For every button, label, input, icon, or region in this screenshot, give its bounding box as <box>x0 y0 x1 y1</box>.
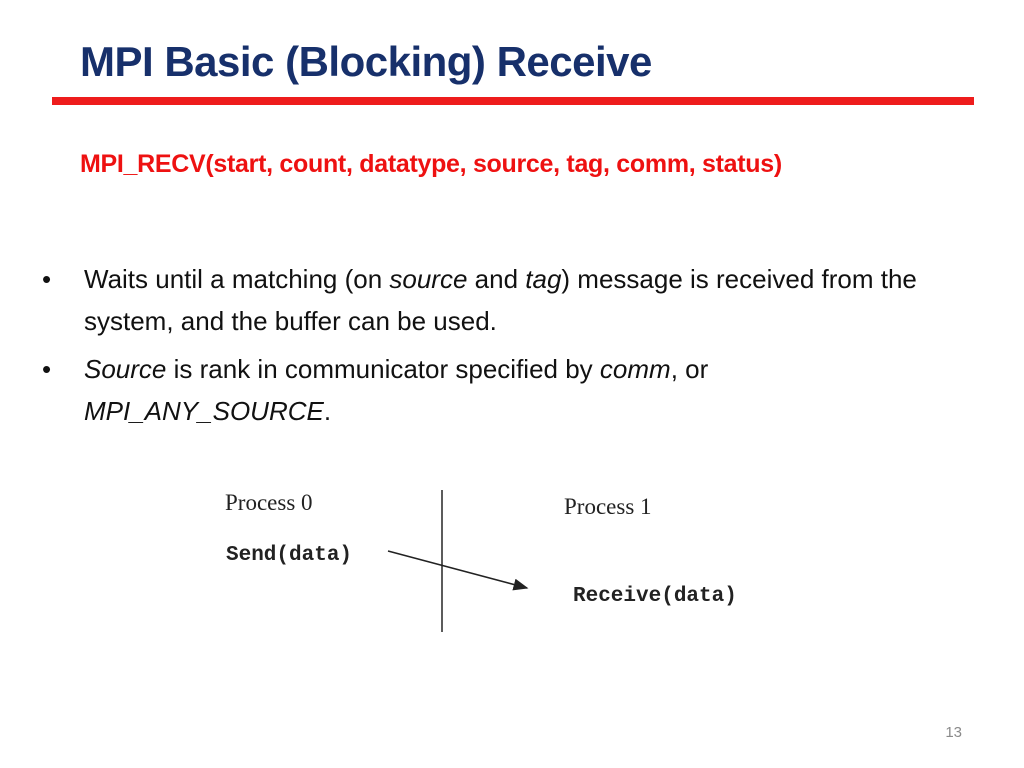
text-run: , or <box>670 354 709 384</box>
bullet-item-waits: • Waits until a matching (on source and … <box>40 258 970 342</box>
send-receive-diagram: Process 0 Process 1 Send(data) Receive(d… <box>215 478 815 648</box>
bullet-icon: • <box>42 354 52 384</box>
page-number: 13 <box>945 724 962 741</box>
process-1-label: Process 1 <box>564 494 652 519</box>
bullet-text: Source is rank in communicator specified… <box>84 354 708 426</box>
text-run: is rank in communicator specified by <box>166 354 600 384</box>
process-0-label: Process 0 <box>225 490 313 515</box>
bullet-list: • Waits until a matching (on source and … <box>40 258 970 438</box>
text-run: ) message is received from the system, a… <box>84 264 917 336</box>
text-run-italic: comm <box>599 354 671 384</box>
text-run-italic: Source <box>84 354 167 384</box>
text-run: . <box>323 396 332 426</box>
text-run-italic: MPI_ANY_SOURCE <box>84 396 324 426</box>
text-run-italic: tag <box>525 264 562 294</box>
slide-title: MPI Basic (Blocking) Receive <box>80 38 652 85</box>
bullet-icon: • <box>42 264 52 294</box>
text-run-italic: source <box>389 264 468 294</box>
bullet-text: Waits until a matching (on source and ta… <box>84 264 917 336</box>
bullet-item-source: • Source is rank in communicator specifi… <box>40 348 970 432</box>
text-run: Waits until a matching (on <box>84 264 390 294</box>
receive-call-label: Receive(data) <box>573 585 737 608</box>
title-underline-rule <box>52 97 974 105</box>
function-signature: MPI_RECV(start, count, datatype, source,… <box>80 150 782 178</box>
text-run: and <box>467 264 526 294</box>
send-call-label: Send(data) <box>226 544 353 567</box>
diagram-lines <box>387 490 529 632</box>
message-arrow <box>387 550 529 591</box>
